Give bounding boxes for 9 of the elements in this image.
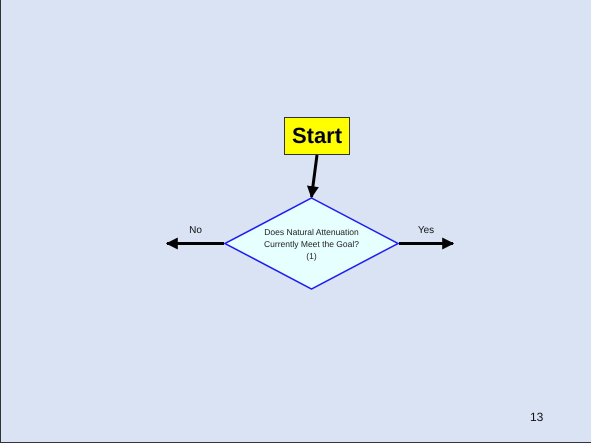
- arrow: [399, 238, 454, 250]
- start-box: [284, 117, 350, 155]
- decision-label: Does Natural Attenuation Currently Meet the Goal? (1): [263, 226, 360, 262]
- edge-label: No: [188, 224, 203, 236]
- start-label: Start: [292, 123, 342, 149]
- arrow: [166, 238, 224, 250]
- edge-label: Yes: [416, 224, 436, 236]
- page-number: 13: [530, 410, 544, 424]
- arrow: [306, 154, 319, 198]
